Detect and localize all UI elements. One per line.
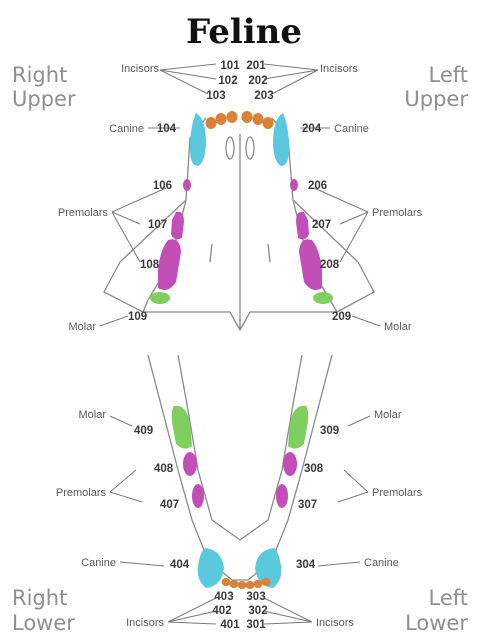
tooth-402[interactable] xyxy=(230,580,239,588)
label-premolars-lower-left: Premolars xyxy=(372,487,423,499)
left-lower-label-line1: Left xyxy=(428,586,468,610)
tooth-401[interactable] xyxy=(238,581,247,589)
label-premolars-lower-right: Premolars xyxy=(56,487,107,499)
label-incisors-lower-right: Incisors xyxy=(126,617,164,629)
incisive-papilla-right xyxy=(246,137,254,159)
left-upper-label-line1: Left xyxy=(428,63,468,87)
num-307: 307 xyxy=(298,499,317,511)
tooth-308[interactable] xyxy=(283,452,297,476)
num-107: 107 xyxy=(148,219,167,231)
palatal-fissure-left xyxy=(210,244,212,262)
num-208: 208 xyxy=(320,259,340,271)
num-207: 207 xyxy=(312,219,331,231)
tooth-102[interactable] xyxy=(216,113,227,125)
label-incisors-upper-left: Incisors xyxy=(320,63,358,75)
num-103: 103 xyxy=(206,90,225,102)
label-premolars-upper-left: Premolars xyxy=(372,207,423,219)
num-204: 204 xyxy=(302,123,322,135)
tooth-204[interactable] xyxy=(273,113,289,166)
num-203: 203 xyxy=(254,90,273,102)
tooth-301[interactable] xyxy=(246,581,255,589)
right-upper-label-line1: Right xyxy=(12,63,67,87)
tooth-207[interactable] xyxy=(296,212,309,240)
incisive-papilla-left xyxy=(226,137,234,159)
tooth-101[interactable] xyxy=(227,111,238,123)
label-molar-lower-right: Molar xyxy=(78,409,106,421)
num-402: 402 xyxy=(212,605,231,617)
num-106: 106 xyxy=(153,180,172,192)
num-404: 404 xyxy=(170,559,190,571)
num-201: 201 xyxy=(246,60,266,72)
label-molar-upper-right: Molar xyxy=(68,321,96,333)
tooth-109[interactable] xyxy=(150,292,170,304)
right-upper-label-line2: Upper xyxy=(12,87,76,111)
num-109: 109 xyxy=(128,311,147,323)
right-lower-label-line2: Lower xyxy=(12,611,75,635)
tooth-203[interactable] xyxy=(263,117,274,129)
tooth-208[interactable] xyxy=(299,239,322,290)
tooth-206[interactable] xyxy=(290,179,298,191)
num-102: 102 xyxy=(218,75,237,87)
label-canine-lower-right: Canine xyxy=(81,557,116,569)
tooth-209[interactable] xyxy=(313,292,333,304)
tooth-108[interactable] xyxy=(158,239,181,290)
right-lower-label-line1: Right xyxy=(12,586,67,610)
tooth-407[interactable] xyxy=(192,484,204,508)
num-408: 408 xyxy=(154,463,174,475)
left-upper-label-line2: Upper xyxy=(404,87,468,111)
tooth-303[interactable] xyxy=(262,578,271,586)
tooth-202[interactable] xyxy=(253,113,264,125)
chart-title: Feline xyxy=(186,12,302,52)
num-401: 401 xyxy=(220,619,240,631)
num-407: 407 xyxy=(160,499,179,511)
tooth-201[interactable] xyxy=(242,111,253,123)
tooth-403[interactable] xyxy=(222,578,231,586)
num-209: 209 xyxy=(332,311,351,323)
num-202: 202 xyxy=(248,75,267,87)
num-309: 309 xyxy=(320,425,339,437)
upper-incisors xyxy=(206,111,274,129)
num-302: 302 xyxy=(248,605,267,617)
left-lower-label-line2: Lower xyxy=(405,611,468,635)
tooth-103[interactable] xyxy=(206,117,217,129)
tooth-408[interactable] xyxy=(183,452,197,476)
num-308: 308 xyxy=(304,463,324,475)
num-104: 104 xyxy=(157,123,177,135)
label-canine-upper-right: Canine xyxy=(109,123,144,135)
label-incisors-upper-right: Incisors xyxy=(121,63,159,75)
num-303: 303 xyxy=(246,591,265,603)
palatal-fissure-right xyxy=(268,244,270,262)
num-108: 108 xyxy=(140,259,160,271)
label-canine-upper-left: Canine xyxy=(334,123,369,135)
label-incisors-lower-left: Incisors xyxy=(316,617,354,629)
num-301: 301 xyxy=(246,619,266,631)
label-canine-lower-left: Canine xyxy=(364,557,399,569)
tooth-107[interactable] xyxy=(171,212,184,240)
tooth-106[interactable] xyxy=(183,179,191,191)
num-206: 206 xyxy=(308,180,327,192)
label-premolars-upper-right: Premolars xyxy=(58,207,109,219)
tooth-404[interactable] xyxy=(198,548,224,588)
tooth-307[interactable] xyxy=(276,484,288,508)
label-molar-upper-left: Molar xyxy=(384,321,412,333)
num-403: 403 xyxy=(214,591,233,603)
tooth-302[interactable] xyxy=(254,580,263,588)
label-molar-lower-left: Molar xyxy=(374,409,402,421)
num-304: 304 xyxy=(296,559,316,571)
num-101: 101 xyxy=(220,60,240,72)
num-409: 409 xyxy=(134,425,153,437)
